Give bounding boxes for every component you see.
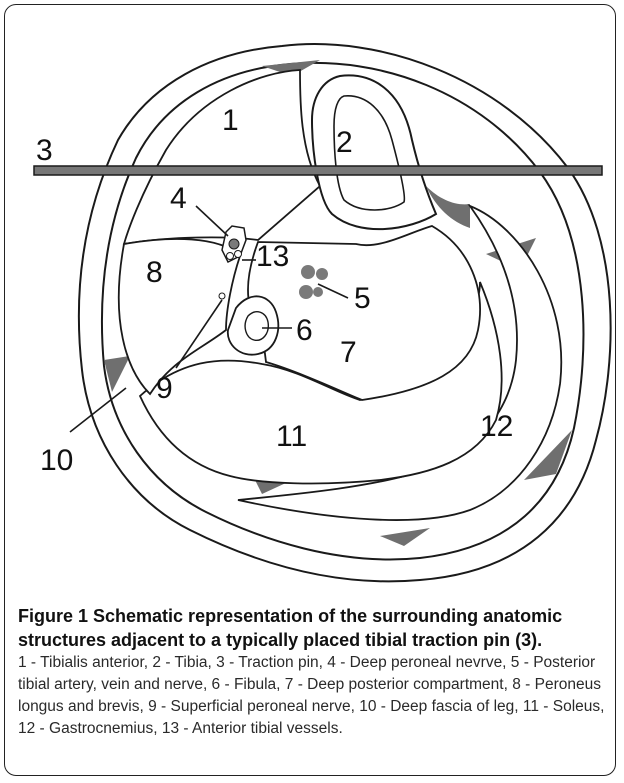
label-9: 9 [156, 372, 173, 405]
label-8: 8 [146, 256, 163, 289]
label-4: 4 [170, 182, 187, 215]
traction-pin [34, 166, 602, 175]
label-7: 7 [340, 336, 357, 369]
posterior-tibial-vessel-3 [299, 285, 313, 299]
label-13: 13 [256, 240, 289, 273]
anterior-tibial-vessel-3 [227, 253, 234, 260]
label-12: 12 [480, 410, 513, 443]
caption-title-end: . [537, 630, 542, 650]
posterior-tibial-vessel-2 [316, 268, 328, 280]
caption-title-text: Figure 1 Schematic representation of the… [18, 606, 562, 650]
fibula-inner [245, 312, 268, 341]
superficial-peroneal-nerve [219, 293, 225, 299]
label-5: 5 [354, 282, 371, 315]
label-3: 3 [36, 134, 53, 167]
label-10: 10 [40, 444, 73, 477]
posterior-tibial-vessel-1 [301, 265, 315, 279]
posterior-tibial-vessel-4 [313, 287, 323, 297]
caption-title: Figure 1 Schematic representation of the… [18, 604, 608, 652]
caption-body: 1 - Tibialis anterior, 2 - Tibia, 3 - Tr… [18, 652, 608, 740]
anatomy-diagram: 1 2 3 4 5 6 7 8 9 10 11 12 13 [0, 0, 624, 600]
figure-caption: Figure 1 Schematic representation of the… [18, 604, 608, 740]
label-6: 6 [296, 314, 313, 347]
anterior-tibial-vessel-1 [229, 239, 239, 249]
label-11: 11 [276, 420, 307, 453]
anterior-tibial-vessel-2 [235, 251, 242, 258]
label-2: 2 [336, 126, 353, 159]
label-1: 1 [222, 104, 239, 137]
